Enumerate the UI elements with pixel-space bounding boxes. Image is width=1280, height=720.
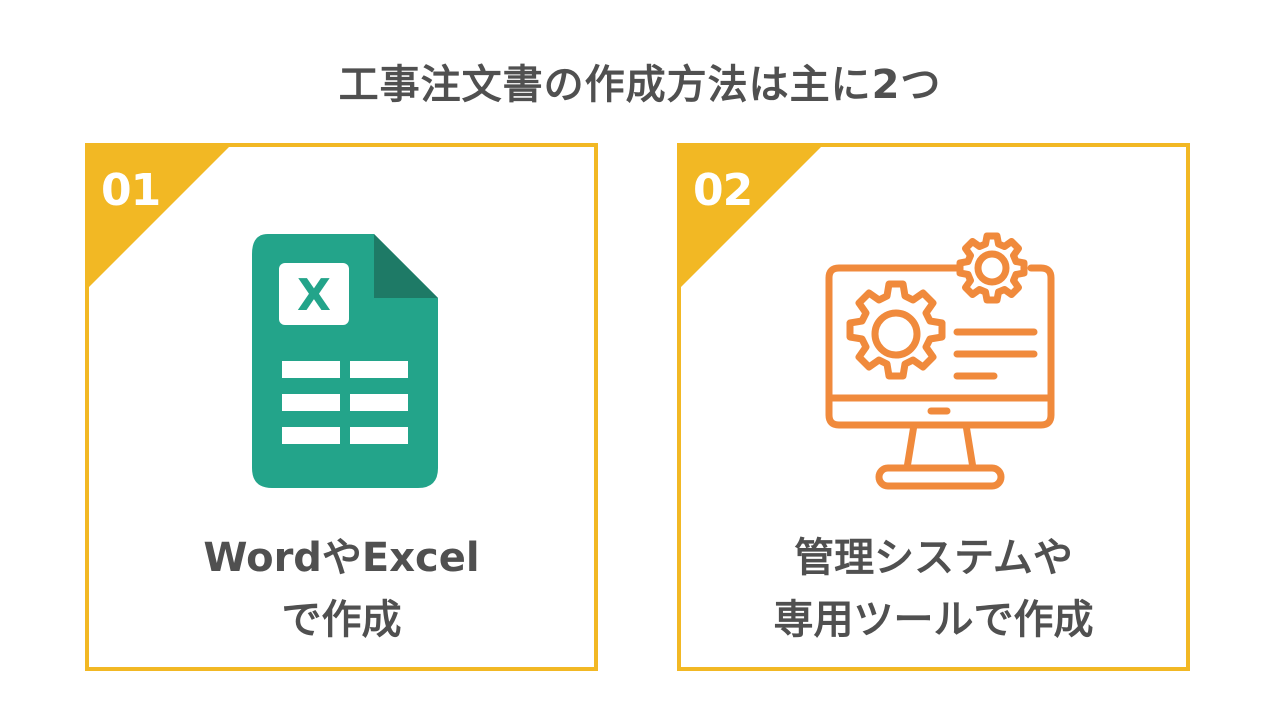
monitor-gears-icon — [819, 230, 1059, 494]
corner-ribbon — [681, 147, 821, 287]
method-card-system: 02 管理システムや 専用ツールで作成 — [677, 143, 1190, 671]
page-title: 工事注文書の作成方法は主に2つ — [338, 62, 942, 108]
method-card-excel: 01 X WordやExcel で作成 — [85, 143, 598, 671]
card-number: 02 — [693, 165, 753, 216]
card-label: 管理システムや 専用ツールで作成 — [681, 527, 1186, 651]
card-number: 01 — [101, 165, 161, 216]
label-line-2: 専用ツールで作成 — [773, 597, 1094, 643]
excel-x-letter: X — [297, 270, 331, 321]
label-line-1: WordやExcel — [203, 535, 480, 581]
label-line-1: 管理システムや — [794, 535, 1073, 581]
card-label: WordやExcel で作成 — [89, 527, 594, 651]
spreadsheet-file-icon: X — [250, 230, 440, 494]
label-line-2: で作成 — [281, 597, 402, 643]
corner-ribbon — [89, 147, 229, 287]
